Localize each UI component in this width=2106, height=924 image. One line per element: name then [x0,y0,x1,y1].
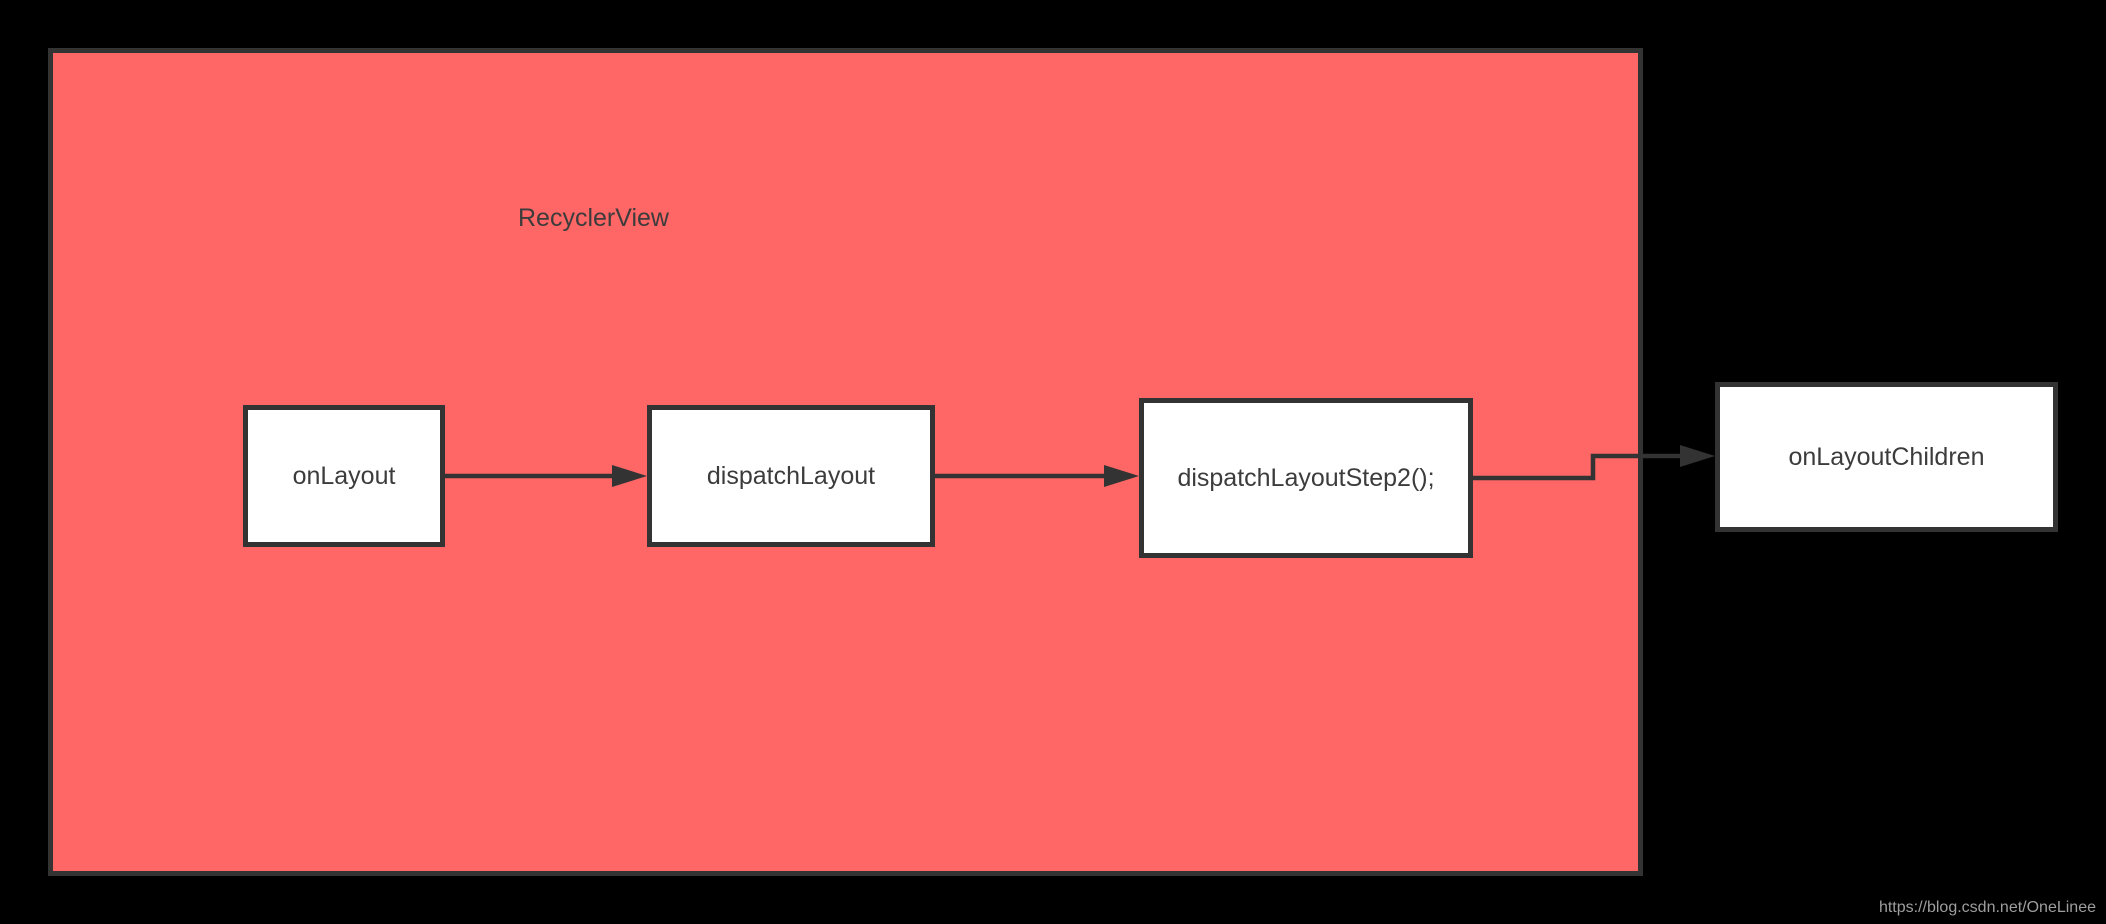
node-onlayoutchildren-label: onLayoutChildren [1788,442,1985,471]
node-dispatchlayout-label: dispatchLayout [706,461,876,490]
watermark-url: https://blog.csdn.net/OneLinee [1878,899,2096,916]
arrowhead-icon [1680,445,1715,467]
container-label: RecyclerView [518,204,669,232]
node-onlayout-label: onLayout [292,461,396,490]
node-dispatchlayoutstep2-label: dispatchLayoutStep2(); [1177,463,1435,492]
node-dispatchlayout: dispatchLayout [647,405,935,547]
node-onlayout: onLayout [243,405,445,547]
node-dispatchlayoutstep2: dispatchLayoutStep2(); [1139,398,1473,558]
node-onlayoutchildren: onLayoutChildren [1715,382,2058,532]
